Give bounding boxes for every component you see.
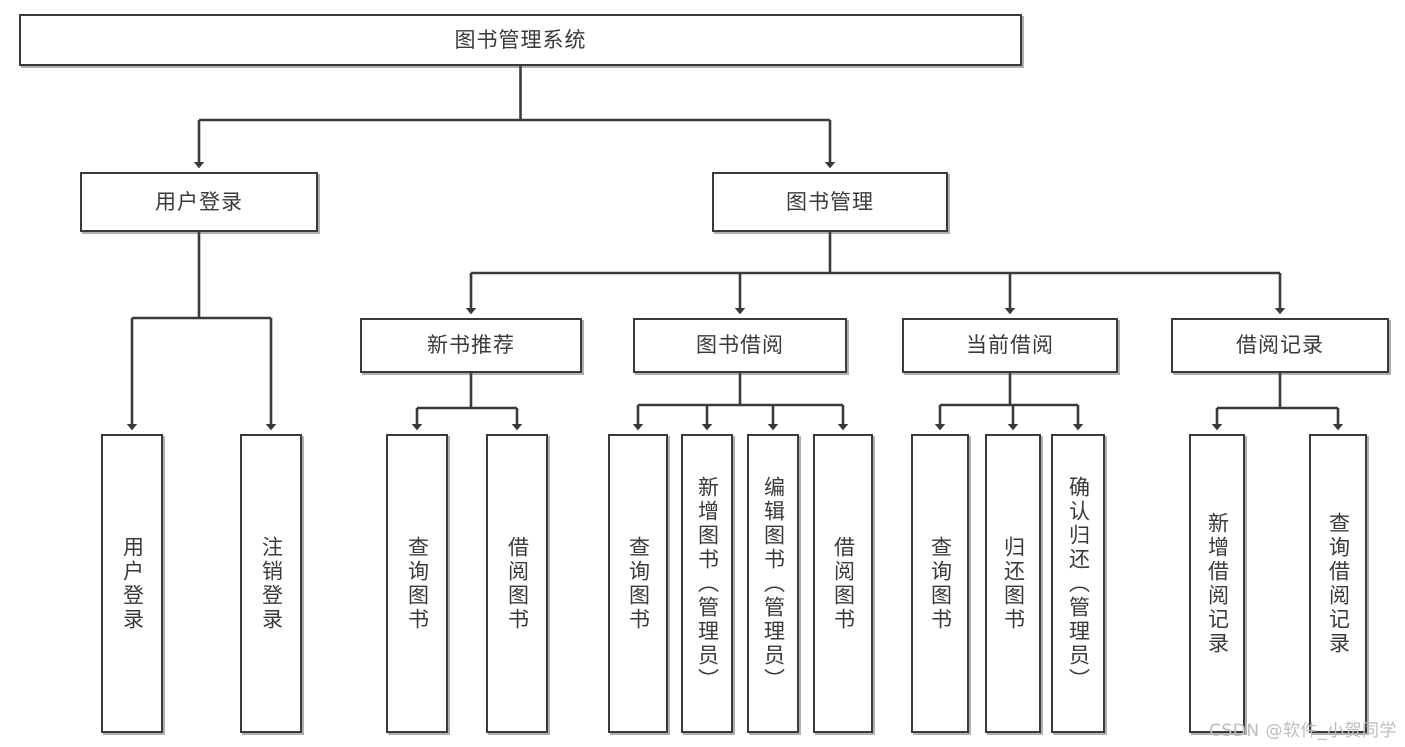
node-book-borrow[interactable]: 图书借阅	[633, 318, 847, 373]
node-leaf-borrow-book-b[interactable]: 借阅图书	[813, 434, 873, 733]
node-leaf-query-book-b[interactable]: 查询图书	[608, 434, 668, 733]
node-leaf-confirm-return-admin[interactable]: 确认归还（管理员）	[1051, 434, 1105, 733]
node-leaf-return-book[interactable]: 归还图书	[985, 434, 1041, 733]
node-new-book-recommend[interactable]: 新书推荐	[360, 318, 582, 373]
node-leaf-query-borrow-record[interactable]: 查询借阅记录	[1309, 434, 1367, 733]
node-current-borrow[interactable]: 当前借阅	[902, 318, 1118, 373]
node-leaf-edit-book-admin[interactable]: 编辑图书（管理员）	[747, 434, 799, 733]
node-leaf-add-book-admin[interactable]: 新增图书（管理员）	[681, 434, 733, 733]
node-user-login-label: 用户登录	[155, 189, 243, 214]
node-leaf-query-book-c[interactable]: 查询图书	[911, 434, 969, 733]
node-leaf-label: 用户登录	[120, 535, 145, 632]
node-leaf-label: 借阅图书	[505, 535, 530, 632]
node-leaf-label: 注销登录	[259, 535, 284, 632]
node-leaf-label: 借阅图书	[831, 535, 856, 632]
node-user-login[interactable]: 用户登录	[80, 172, 318, 232]
node-leaf-label: 查询图书	[405, 535, 430, 632]
node-book-management[interactable]: 图书管理	[712, 172, 948, 232]
node-leaf-label: 确认归还（管理员）	[1066, 475, 1091, 692]
node-leaf-label: 编辑图书（管理员）	[761, 475, 786, 692]
node-leaf-query-book-a[interactable]: 查询图书	[386, 434, 448, 733]
node-current-borrow-label: 当前借阅	[966, 333, 1054, 358]
node-leaf-label: 查询借阅记录	[1326, 511, 1351, 656]
node-leaf-label: 查询图书	[928, 535, 953, 632]
node-borrow-records[interactable]: 借阅记录	[1171, 318, 1389, 373]
node-book-management-label: 图书管理	[786, 189, 874, 214]
node-new-book-recommend-label: 新书推荐	[427, 333, 515, 358]
node-leaf-label: 新增图书（管理员）	[695, 475, 720, 692]
node-leaf-label: 新增借阅记录	[1205, 511, 1230, 656]
node-borrow-records-label: 借阅记录	[1236, 333, 1324, 358]
node-book-borrow-label: 图书借阅	[696, 333, 784, 358]
node-leaf-label: 归还图书	[1001, 535, 1026, 632]
node-root-label: 图书管理系统	[454, 27, 587, 52]
node-root-system[interactable]: 图书管理系统	[19, 14, 1022, 66]
node-leaf-logout[interactable]: 注销登录	[240, 434, 302, 733]
node-leaf-user-login[interactable]: 用户登录	[101, 434, 163, 733]
node-leaf-borrow-book-a[interactable]: 借阅图书	[486, 434, 548, 733]
node-leaf-add-borrow-record[interactable]: 新增借阅记录	[1189, 434, 1245, 733]
node-leaf-label: 查询图书	[626, 535, 651, 632]
